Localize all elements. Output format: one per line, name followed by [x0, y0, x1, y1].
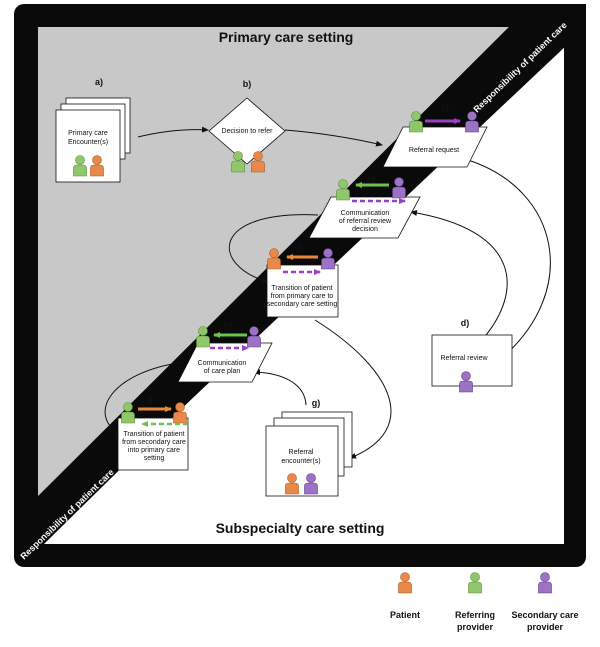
legend-secondary-label-1: Secondary care — [511, 610, 578, 620]
legend-referring-label-1: Referring — [455, 610, 495, 620]
secondary-care-provider-icon — [538, 572, 552, 594]
step-a-letter: a) — [95, 77, 103, 87]
step-e-review-decision-communication: e) Communication of referral review deci… — [308, 174, 421, 239]
step-a-line-2: Encounter(s) — [68, 139, 108, 146]
step-f-line-3: secondary care setting — [267, 301, 338, 308]
step-i-line-3: into primary care — [128, 447, 180, 454]
step-g-referral-encounters: g) Referral encounter(s) — [265, 398, 353, 497]
secondary-care-provider-icon — [304, 473, 318, 495]
secondary-care-provider-icon — [465, 111, 479, 133]
secondary-care-provider-icon — [321, 248, 335, 270]
step-d-referral-review: d) Referral review — [431, 318, 513, 393]
referring-provider-icon — [196, 326, 210, 348]
step-e-line-3: decision — [352, 226, 378, 233]
legend-patient: Patient — [390, 572, 420, 620]
step-i-line-1: Transition of patient — [123, 431, 184, 438]
step-f-letter: f) — [297, 243, 303, 253]
step-f-transition-to-secondary: f) Transition of patient from primary ca… — [266, 243, 339, 318]
legend-secondary-care-provider: Secondary care provider — [511, 572, 579, 632]
step-a-line-1: Primary care — [68, 130, 108, 137]
step-g-letter: g) — [312, 398, 321, 408]
referring-provider-icon — [468, 572, 482, 594]
legend-referring-label-2: provider — [457, 622, 494, 632]
step-d-letter: d) — [461, 318, 470, 328]
step-b-letter: b) — [243, 79, 252, 89]
step-c-referral-request: c) Referral request — [382, 102, 488, 168]
patient-icon — [267, 248, 281, 270]
step-c-line-1: Referral request — [409, 147, 459, 154]
referring-provider-icon — [73, 155, 87, 177]
step-c-letter: c) — [441, 102, 449, 112]
step-e-letter: e) — [367, 174, 375, 184]
subspecialty-care-heading: Subspecialty care setting — [216, 520, 385, 536]
step-e-line-2: of referral review — [339, 218, 392, 225]
secondary-care-provider-icon — [247, 326, 261, 348]
step-g-line-1: Referral — [289, 449, 314, 456]
referring-provider-icon — [336, 179, 350, 201]
patient-icon — [398, 572, 412, 594]
step-f-line-2: from primary care to — [271, 293, 334, 300]
referring-provider-icon — [231, 151, 245, 173]
primary-care-heading: Primary care setting — [219, 29, 354, 45]
legend: Patient Referring provider Secondary car… — [390, 572, 579, 632]
step-i-letter: i) — [147, 395, 153, 405]
step-d-line-1: Referral review — [440, 355, 488, 362]
referring-provider-icon — [121, 402, 135, 424]
step-i-transition-to-primary: i) Transition of patient from secondary … — [117, 395, 189, 471]
referring-provider-icon — [409, 111, 423, 133]
patient-icon — [285, 473, 299, 495]
step-f-line-1: Transition of patient — [271, 285, 332, 292]
flow-connectors — [104, 126, 551, 459]
legend-referring-provider: Referring provider — [455, 572, 495, 632]
step-h-line-2: of care plan — [204, 368, 241, 375]
patient-icon — [251, 151, 265, 173]
step-i-line-2: from secondary care — [122, 439, 186, 446]
step-h-line-1: Communication — [198, 360, 247, 367]
step-e-line-1: Communication — [341, 210, 390, 217]
secondary-care-provider-icon — [459, 371, 473, 393]
step-a-primary-care-encounters: a) Primary care Encounter(s) — [55, 77, 131, 183]
step-i-line-4: setting — [144, 455, 165, 462]
step-b-decision-to-refer: b) Decision to refer — [208, 79, 286, 173]
step-h-letter: h) — [224, 320, 233, 330]
step-h-care-plan-communication: h) Communication of care plan — [177, 320, 273, 383]
patient-icon — [173, 402, 187, 424]
patient-icon — [90, 155, 104, 177]
secondary-care-provider-icon — [392, 177, 406, 199]
step-b-line-1: Decision to refer — [222, 128, 274, 135]
step-g-line-2: encounter(s) — [281, 458, 320, 465]
legend-patient-label: Patient — [390, 610, 420, 620]
legend-secondary-label-2: provider — [527, 622, 564, 632]
